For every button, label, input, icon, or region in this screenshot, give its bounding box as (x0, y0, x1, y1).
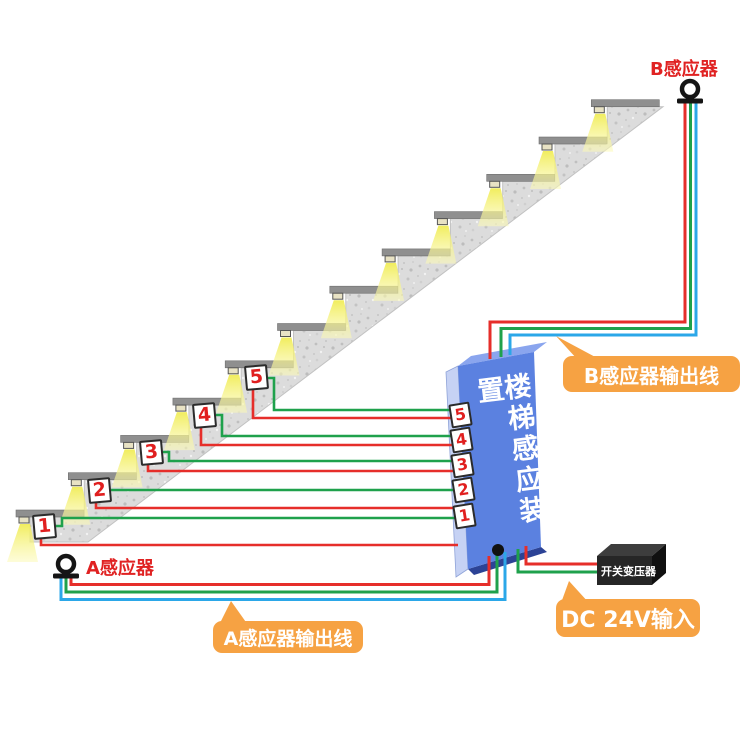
sensor-a-label: A感应器 (86, 558, 154, 579)
bubble-a-tail (219, 601, 248, 625)
sensor-a-wires (59, 552, 507, 601)
wire-step1-green (56, 516, 456, 528)
wire-step2-red (94, 503, 458, 510)
sensor-b-icon (677, 78, 703, 104)
wire-step5-green (268, 376, 456, 412)
bubble-a-output: A感应器输出线 (213, 621, 363, 653)
device-port-5-text: 5 (453, 404, 468, 425)
stair-label-4: 4 (191, 402, 218, 429)
wire-step4-green (216, 413, 456, 438)
device-indicator-dot (492, 544, 504, 556)
device-port-2-text: 2 (456, 479, 471, 500)
device-port-1-text: 1 (457, 505, 472, 526)
wire-step5-red (251, 390, 458, 420)
wire-b-blue (508, 103, 698, 355)
wire-step3-red (146, 465, 458, 473)
wire-step3-green (163, 450, 456, 463)
bubble-dc-tail (561, 581, 589, 603)
wire-power-red (524, 546, 598, 566)
bubble-b-output: B感应器输出线 (563, 356, 740, 392)
wire-power-green (516, 549, 598, 574)
device-port-2: 2 (451, 476, 476, 504)
stair-label-1: 1 (31, 513, 58, 540)
wire-step1-red (39, 539, 458, 547)
sensor-a-icon (53, 553, 79, 579)
wire-b-green (499, 103, 692, 357)
bubble-dc-input: DC 24V输入 (556, 599, 700, 637)
device-port-4-text: 4 (454, 429, 469, 450)
bubble-a-output-text: A感应器输出线 (223, 627, 353, 650)
device-port-5: 5 (448, 401, 473, 429)
stair-label-2: 2 (86, 477, 113, 504)
stair-label-3: 3 (138, 439, 165, 466)
stair-label-3-text: 3 (143, 440, 159, 464)
bubble-tails (219, 336, 599, 625)
stair-label-1-text: 1 (36, 514, 52, 538)
wire-step4-red (199, 428, 458, 447)
device-port-4: 4 (449, 426, 474, 454)
sensor-b-label: B感应器 (650, 59, 718, 80)
wire-a-red (69, 556, 491, 586)
device-port-3: 3 (450, 451, 475, 479)
transformer-label: 开关变压器 (601, 565, 656, 578)
bubble-b-output-text: B感应器输出线 (583, 363, 720, 388)
bubble-b-tail (556, 336, 599, 359)
step-wire-pairs (39, 376, 458, 547)
bubble-dc-input-text: DC 24V输入 (561, 608, 695, 633)
device-port-3-text: 3 (455, 454, 470, 475)
wire-a-blue (59, 552, 507, 601)
power-wires (516, 546, 598, 574)
stair-label-5-text: 5 (248, 365, 264, 389)
stair-label-4-text: 4 (196, 403, 212, 427)
stair-label-5: 5 (243, 364, 270, 391)
wire-a-green (64, 554, 499, 594)
stair-label-2-text: 2 (91, 478, 107, 502)
wire-b-red (488, 103, 687, 359)
sensor-b-wires (488, 103, 698, 359)
device-port-1: 1 (452, 502, 477, 530)
transformer-box (597, 544, 666, 585)
